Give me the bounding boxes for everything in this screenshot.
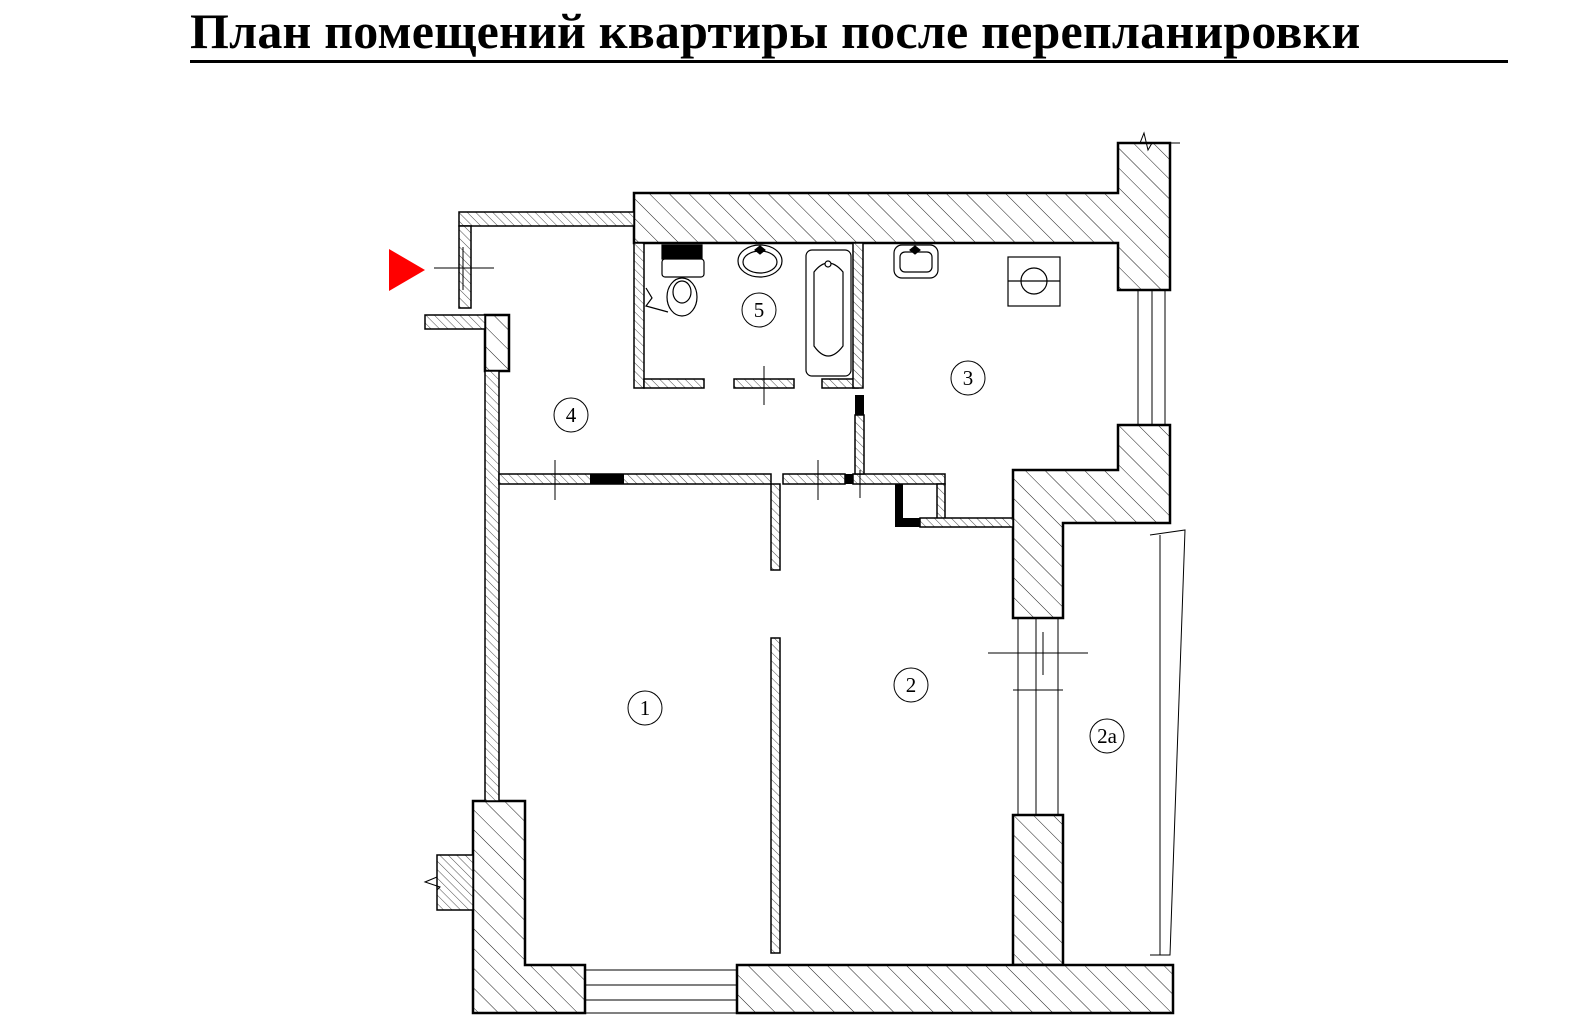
solid-wall-fragments (590, 395, 920, 527)
toilet-icon (644, 244, 705, 317)
entry-column (483, 313, 511, 373)
entrance-arrow-icon (389, 249, 425, 291)
top-wall (632, 141, 1172, 292)
room-number: 3 (963, 366, 974, 390)
partition-1-2-top (770, 483, 781, 571)
partition-3-4 (854, 414, 865, 475)
room-label-3: 3 (950, 360, 986, 396)
room-number: 1 (640, 696, 651, 720)
room-number: 2 (906, 673, 917, 697)
room-label-4: 4 (553, 397, 589, 433)
vestibule-top-wall (458, 211, 635, 227)
partition-4-2 (782, 473, 846, 485)
left-bottom-pier (471, 799, 587, 1015)
windows (585, 290, 1186, 1014)
niche-side (936, 483, 946, 520)
bathroom-right-wall (852, 242, 864, 389)
axis-marks (423, 131, 1180, 891)
partition-3-2 (852, 473, 946, 485)
page-title: План помещений квартиры после перепланир… (190, 2, 1508, 63)
sink-icon (737, 244, 783, 278)
stove-icon (1007, 256, 1061, 307)
load-bearing-walls (471, 141, 1175, 1015)
right-wall-block (1011, 423, 1172, 620)
right-lower-pier (1011, 813, 1065, 967)
bathtub-icon (805, 249, 852, 377)
room-number: 4 (566, 403, 577, 427)
room-number: 5 (754, 298, 765, 322)
stub-wall-bottom (436, 854, 474, 911)
partition-4-1 (498, 473, 772, 485)
room-number: 2а (1097, 724, 1118, 748)
vestibule-left-wall (458, 225, 472, 309)
bottom-wall (735, 963, 1175, 1015)
room-label-2: 2 (893, 667, 929, 703)
room-labels: 5 3 4 2 1 2а (553, 292, 1125, 754)
bathroom-left-wall (633, 242, 645, 389)
bathroom-bottom-left (643, 378, 705, 389)
partitions (424, 211, 1014, 954)
room-label-2a: 2а (1089, 718, 1125, 754)
niche-bottom (919, 517, 1014, 528)
stub-wall-top (424, 314, 486, 330)
kitchen-sink-icon (893, 244, 939, 279)
left-wall (484, 370, 500, 802)
room-label-1: 1 (627, 690, 663, 726)
room-label-5: 5 (741, 292, 777, 328)
partition-1-2-bottom (770, 637, 781, 954)
